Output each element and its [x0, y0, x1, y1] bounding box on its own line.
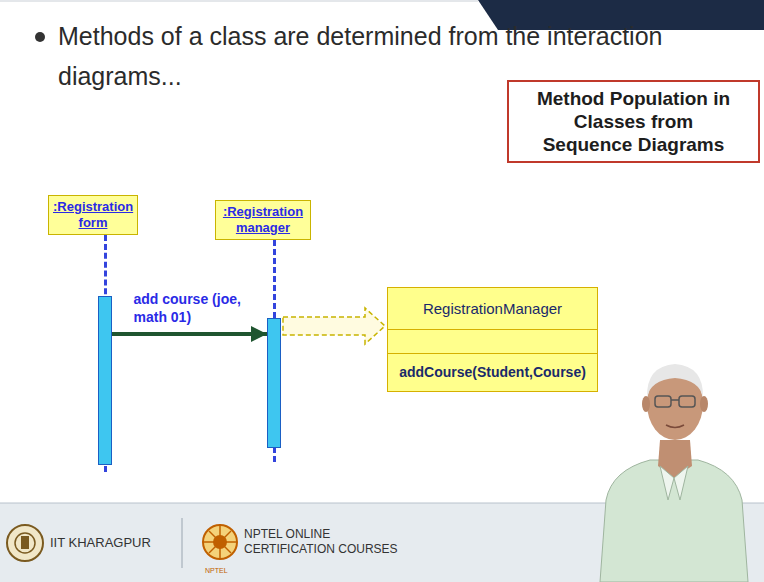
activation-bar [267, 318, 281, 448]
iit-logo [7, 525, 43, 561]
lifeline-header: :Registration manager [215, 200, 311, 240]
lifeline-header: :Registration form [48, 195, 138, 235]
class-box: RegistrationManager addCourse(Student,Cou… [387, 287, 598, 392]
class-name: RegistrationManager [396, 299, 589, 318]
object-name: :Registration manager [220, 204, 306, 236]
topic-box: Method Population in Classes from Sequen… [507, 80, 760, 163]
nptel-logo [203, 525, 237, 559]
realization-arrow [283, 308, 385, 344]
presenter-figure [600, 364, 748, 582]
method-name: addCourse(Student,Course) [396, 363, 589, 381]
message-label: add course (joe, math 01) [134, 290, 262, 326]
institute-name: IIT KHARAGPUR [50, 535, 175, 551]
topic-text: Method Population in Classes from Sequen… [535, 87, 732, 156]
object-name: :Registration form [53, 199, 133, 231]
logo-caption: NPTEL [205, 566, 245, 575]
activation-bar [98, 296, 112, 465]
footer-separator [182, 518, 183, 568]
bullet-dot [35, 32, 45, 42]
attribute-compartment [388, 329, 597, 353]
course-name: NPTEL ONLINE CERTIFICATION COURSES [244, 527, 424, 557]
message-arrow [112, 332, 267, 336]
top-rule [0, 1, 478, 2]
